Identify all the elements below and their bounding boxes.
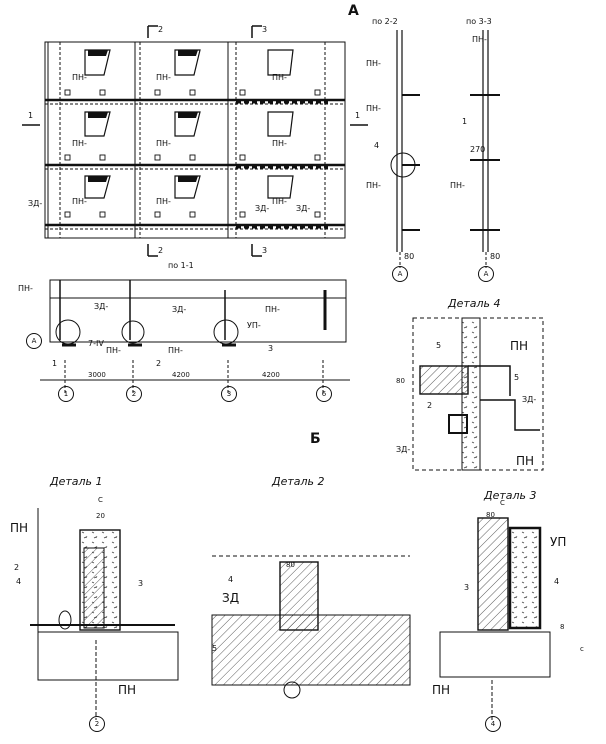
dim-7-iv: 7-IV <box>88 339 104 348</box>
axis-marker-2: 2 <box>126 386 142 402</box>
panel-label: ПН- <box>272 73 287 82</box>
panel-label-pn: ПН <box>510 339 529 353</box>
detail-3-title: Деталь 3 <box>484 489 537 502</box>
panel-label: ПН- <box>450 181 465 190</box>
callout-number: 2 <box>156 359 162 368</box>
section-a-label: А <box>348 3 359 19</box>
callout-number: 5 <box>436 341 442 350</box>
view-3-3-title: по 3-3 <box>466 17 492 26</box>
zd-label: ЗД- <box>28 199 43 208</box>
dim-80: 80 <box>286 561 295 569</box>
panel-label: ПН- <box>106 346 121 355</box>
up-label: УП- <box>247 321 261 330</box>
dim-270: 270 <box>470 145 486 154</box>
dim-20: 20 <box>96 512 105 520</box>
panel-label: ПН- <box>272 197 287 206</box>
plan-1-1 <box>40 279 350 395</box>
section-view-2-2 <box>390 30 420 268</box>
dim-4200: 4200 <box>172 371 190 379</box>
cut-mark-2-top: 2 <box>158 25 164 34</box>
axis-marker-a: А <box>392 266 408 282</box>
detail-3-drawing <box>439 517 551 720</box>
panel-label: ПН- <box>272 139 287 148</box>
dim-80: 80 <box>404 252 415 261</box>
panel-label-pn: ПН <box>118 683 137 697</box>
callout-number: 5 <box>212 644 218 653</box>
callout-number: 1 <box>462 117 468 126</box>
cut-mark-1-right: 1 <box>355 111 361 120</box>
dim-80: 80 <box>486 511 495 519</box>
panel-label: ПН- <box>265 305 280 314</box>
callout-number: 2 <box>427 401 433 410</box>
callout-number: 3 <box>464 583 470 592</box>
callout-number: 4 <box>16 577 22 586</box>
panel-label: ПН- <box>366 59 381 68</box>
callout-number: 3 <box>268 344 274 353</box>
panel-label: ПН- <box>366 181 381 190</box>
callout-number: 4 <box>554 577 560 586</box>
panel-label: ПН- <box>156 197 171 206</box>
axis-marker-2: 2 <box>89 716 105 732</box>
dim-4200: 4200 <box>262 371 280 379</box>
dim-3000: 3000 <box>88 371 106 379</box>
axis-marker-a: А <box>26 333 42 349</box>
axis-marker-a: А <box>478 266 494 282</box>
detail-2-title: Деталь 2 <box>272 475 325 488</box>
callout-number: 1 <box>52 359 58 368</box>
dim-c: C <box>98 496 103 504</box>
zd-label: ЗД- <box>522 395 537 404</box>
panel-label-pn: ПН <box>516 454 535 468</box>
cut-mark-3-top: 3 <box>262 25 268 34</box>
axis-marker-4: 4 <box>485 716 501 732</box>
detail-1-title: Деталь 1 <box>50 475 103 488</box>
panel-label: ПН- <box>72 197 87 206</box>
view-2-2-title: по 2-2 <box>372 17 398 26</box>
detail-4-drawing <box>412 317 544 471</box>
panel-label: ПН- <box>72 73 87 82</box>
panel-label-pn: ПН <box>10 521 29 535</box>
panel-label: ПН- <box>168 346 183 355</box>
panel-label: ПН- <box>366 104 381 113</box>
zd-label: ЗД- <box>255 204 270 213</box>
dim-80: 80 <box>396 377 405 385</box>
panel-label: ПН- <box>18 284 33 293</box>
cut-mark-3-bottom: 3 <box>262 246 268 255</box>
dim-c: C <box>500 499 505 507</box>
section-view-3-3 <box>470 30 500 268</box>
callout-number: 3 <box>138 579 144 588</box>
detail-4-title: Деталь 4 <box>448 297 501 310</box>
callout-number: 2 <box>14 563 20 572</box>
dim-c: c <box>580 645 584 653</box>
zd-label: ЗД- <box>94 302 109 311</box>
callout-number: 4 <box>374 141 380 150</box>
axis-marker-3: 3 <box>221 386 237 402</box>
cut-mark-1-left: 1 <box>28 111 34 120</box>
zd-label-plain: ЗД <box>222 591 240 605</box>
zd-label: ЗД- <box>296 204 311 213</box>
axis-marker-1: 1 <box>58 386 74 402</box>
axis-marker-6: 6 <box>316 386 332 402</box>
view-1-1-title: по 1-1 <box>168 261 194 270</box>
callout-number: 4 <box>228 575 234 584</box>
callout-number: 5 <box>514 373 520 382</box>
panel-label: ПН- <box>156 139 171 148</box>
zd-label: ЗД- <box>396 445 411 454</box>
panel-label: ПН- <box>472 35 487 44</box>
facade-elevation <box>22 25 368 257</box>
zd-label: ЗД- <box>172 305 187 314</box>
dim-80: 80 <box>490 252 501 261</box>
detail-1-drawing <box>30 508 179 720</box>
panel-label-pn: ПН <box>432 683 451 697</box>
up-label-plain: УП <box>550 535 567 549</box>
cut-mark-2-bottom: 2 <box>158 246 164 255</box>
panel-label: ПН- <box>72 139 87 148</box>
panel-label: ПН- <box>156 73 171 82</box>
detail-2-drawing <box>211 555 411 699</box>
dim-8: 8 <box>560 623 565 631</box>
section-b-label: Б <box>310 431 321 447</box>
